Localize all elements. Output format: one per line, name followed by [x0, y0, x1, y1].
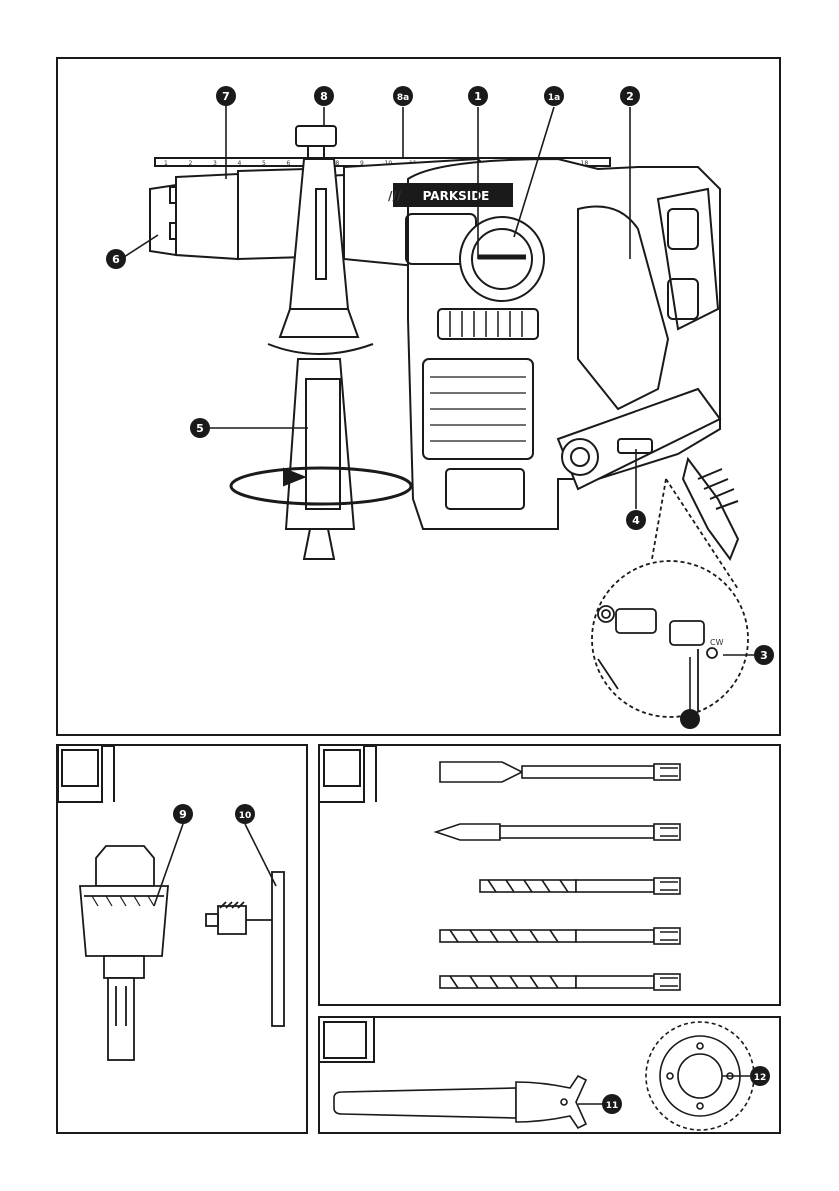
tool-holder — [150, 185, 176, 255]
main-figure-panel: 123456789101112131415161718 — [56, 57, 781, 736]
keyed-drill-chuck — [96, 846, 154, 886]
callout-7: 7 — [222, 90, 230, 103]
switch-mark: CW — [710, 638, 724, 647]
drill-bit-short — [480, 878, 680, 894]
figure-number-box — [62, 750, 98, 786]
callout-11: 11 — [606, 1101, 619, 1111]
brand-text: PARKSIDE — [423, 189, 490, 203]
callout-4: 4 — [632, 514, 640, 527]
callout-6: 6 — [112, 253, 120, 266]
flat-chisel — [440, 762, 680, 782]
depth-scale-tick: 8 — [336, 160, 340, 167]
callout-8: 8 — [320, 90, 328, 103]
callout-5: 5 — [196, 422, 204, 435]
callout-9: 9 — [179, 808, 187, 821]
side-handle-knob — [296, 126, 336, 146]
wrench-figure-panel: 11 12 — [318, 1016, 781, 1134]
depth-scale-tick: 2 — [189, 160, 193, 167]
figure-number-box — [324, 750, 360, 786]
rotary-hammer-drawing: 123456789101112131415161718 — [58, 59, 783, 738]
wrench-drawing: 11 12 — [320, 1018, 783, 1136]
bits-figure-panel — [318, 744, 781, 1006]
callout-2: 2 — [626, 90, 634, 103]
unlabeled-marker-dot — [680, 709, 700, 729]
callout-10: 10 — [239, 811, 252, 821]
pointed-chisel — [436, 824, 680, 840]
depth-scale-tick: 5 — [262, 160, 266, 167]
drill-bit-medium — [440, 928, 680, 944]
pin-spanner — [334, 1088, 516, 1118]
brand-logo: /// — [388, 189, 402, 203]
callout-3: 3 — [760, 649, 768, 662]
chuck-drawing: 9 10 — [58, 746, 310, 1136]
depth-scale-tick: 6 — [287, 160, 291, 167]
callout-8a: 8a — [397, 93, 409, 103]
sds-shank — [108, 978, 134, 1060]
bits-drawing — [320, 746, 783, 1008]
chuck-figure-panel: 9 10 — [56, 744, 308, 1134]
depth-scale-tick: 1 — [164, 160, 168, 167]
callout-12: 12 — [754, 1073, 767, 1083]
figure-number-box — [324, 1022, 366, 1058]
depth-scale-tick: 4 — [238, 160, 242, 167]
depth-scale-tick: 3 — [213, 160, 217, 167]
callout-1a: 1a — [548, 93, 560, 103]
drill-bit-long — [440, 974, 680, 990]
callout-1: 1 — [474, 90, 482, 103]
